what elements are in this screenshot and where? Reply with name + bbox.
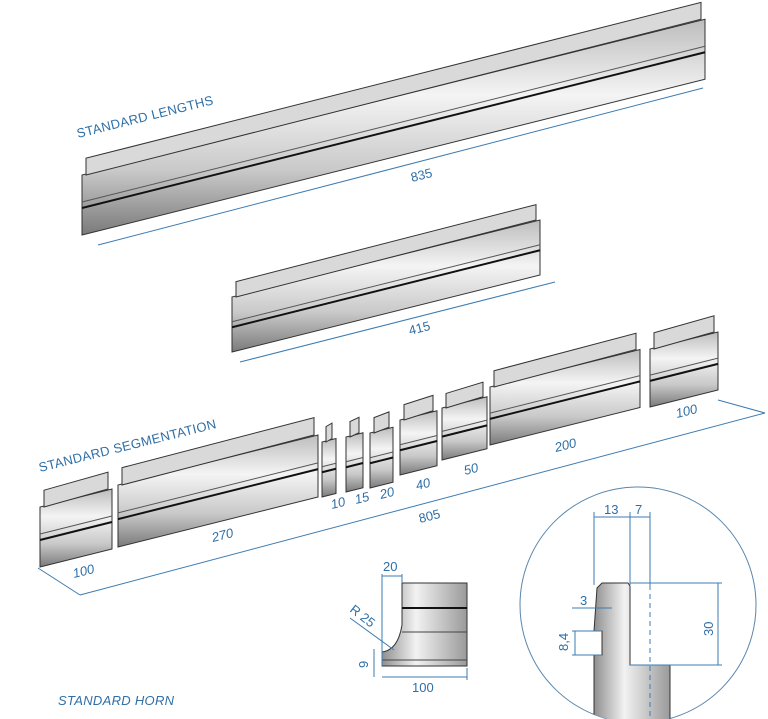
- segment-label: 15: [353, 489, 371, 507]
- dim-line-415: [239, 281, 556, 363]
- tool-bar-415: [231, 203, 541, 353]
- segment-50: [441, 381, 488, 461]
- segment-label: 270: [209, 525, 235, 545]
- horn-dim-9: 9: [356, 661, 371, 668]
- segment-270: [117, 416, 319, 548]
- profile-detail-circle: 13 7 3 8,4 30: [519, 486, 757, 719]
- segment-15: [345, 416, 364, 493]
- horn-dim-100: 100: [412, 680, 434, 695]
- horn-dim-radius: R 25: [347, 602, 378, 631]
- detail-dim-30: 30: [701, 622, 716, 636]
- dim-line-805: [79, 412, 766, 596]
- segment-label: 20: [377, 484, 396, 502]
- segment-100-end: [649, 315, 719, 408]
- segment-40: [399, 394, 438, 476]
- dim-line-835: [97, 87, 704, 246]
- segment-200: [489, 332, 641, 446]
- segmentation-total-label: 805: [417, 506, 442, 526]
- heading-standard-horn: STANDARD HORN: [58, 693, 175, 708]
- segment-20: [369, 411, 394, 489]
- length-label-835: 835: [409, 165, 434, 185]
- segment-label: 100: [71, 561, 96, 581]
- segment-label: 200: [552, 435, 578, 455]
- segment-label: 50: [462, 460, 480, 478]
- segment-100: [39, 471, 113, 568]
- detail-dim-13: 13: [604, 502, 618, 517]
- horn-detail: 20 R 25 9 100: [347, 559, 468, 695]
- horn-dim-20: 20: [383, 559, 397, 574]
- detail-dim-7: 7: [635, 502, 642, 517]
- segment-label: 40: [414, 475, 432, 493]
- tool-bars: [39, 1, 719, 568]
- length-label-415: 415: [407, 318, 432, 338]
- dimension-lines: [37, 87, 766, 596]
- segment-10: [321, 422, 337, 498]
- segment-label: 10: [329, 494, 347, 512]
- detail-dim-8-4: 8,4: [556, 633, 571, 651]
- segment-label: 100: [674, 401, 699, 421]
- detail-dim-3: 3: [580, 593, 587, 608]
- tool-bar-835: [81, 1, 706, 236]
